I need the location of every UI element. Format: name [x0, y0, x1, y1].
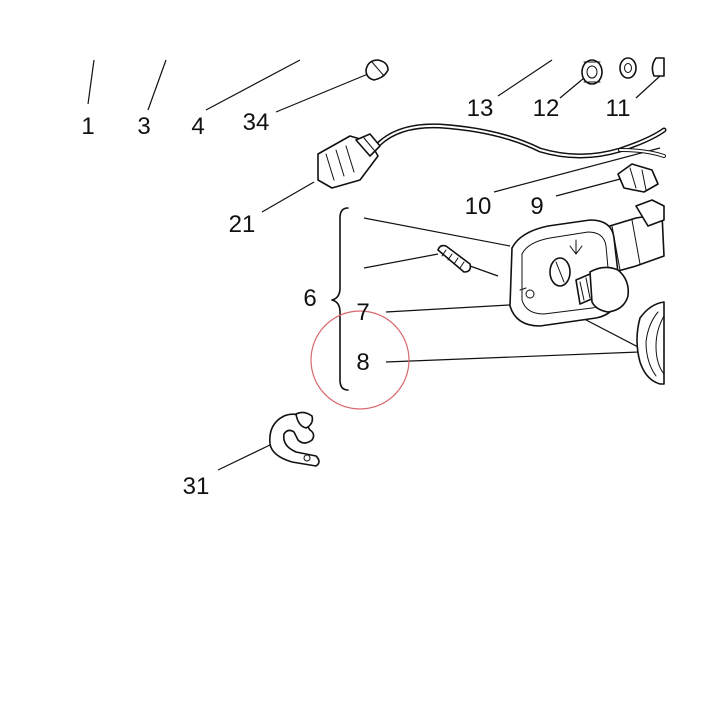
leader-13: [497, 59, 553, 97]
part-34-clip: [365, 59, 389, 81]
label-11: 11: [606, 95, 631, 122]
leader-6a: [363, 217, 511, 247]
part-11-washer: [619, 57, 665, 79]
leader-31: [217, 443, 273, 471]
leader-21: [261, 181, 315, 213]
leader-12: [559, 77, 585, 99]
part-7-bulb: [575, 266, 630, 313]
label-1: 1: [81, 113, 94, 140]
part-6-lamp-housing: [509, 199, 665, 327]
label-3: 3: [137, 113, 150, 140]
leader-6b: [363, 253, 439, 269]
group-6-bracket: [331, 207, 349, 391]
part-21-harness: [317, 123, 667, 189]
label-8: 8: [356, 349, 369, 376]
part-6-screw: [437, 244, 472, 273]
part-8-lens: [636, 301, 665, 385]
leader-11: [635, 75, 661, 99]
label-31: 31: [183, 473, 210, 500]
leader-4: [205, 59, 301, 111]
label-34: 34: [243, 109, 270, 136]
label-7: 7: [356, 299, 369, 326]
highlight-circle: [310, 310, 410, 410]
leader-3: [147, 59, 167, 111]
leader-10: [493, 147, 661, 193]
label-4: 4: [191, 113, 204, 140]
part-9-connector: [617, 163, 659, 193]
label-6: 6: [303, 285, 316, 312]
leader-9: [555, 177, 625, 197]
leader-34: [275, 73, 369, 113]
label-12: 12: [533, 95, 560, 122]
label-9: 9: [530, 193, 543, 220]
label-21: 21: [229, 211, 256, 238]
leader-6c: [469, 265, 499, 277]
leader-1: [87, 59, 95, 105]
label-13: 13: [467, 95, 494, 122]
leader-8: [385, 351, 641, 363]
part-31-clip: [268, 411, 320, 467]
label-10: 10: [465, 193, 492, 220]
part-12-grommet: [581, 59, 603, 85]
